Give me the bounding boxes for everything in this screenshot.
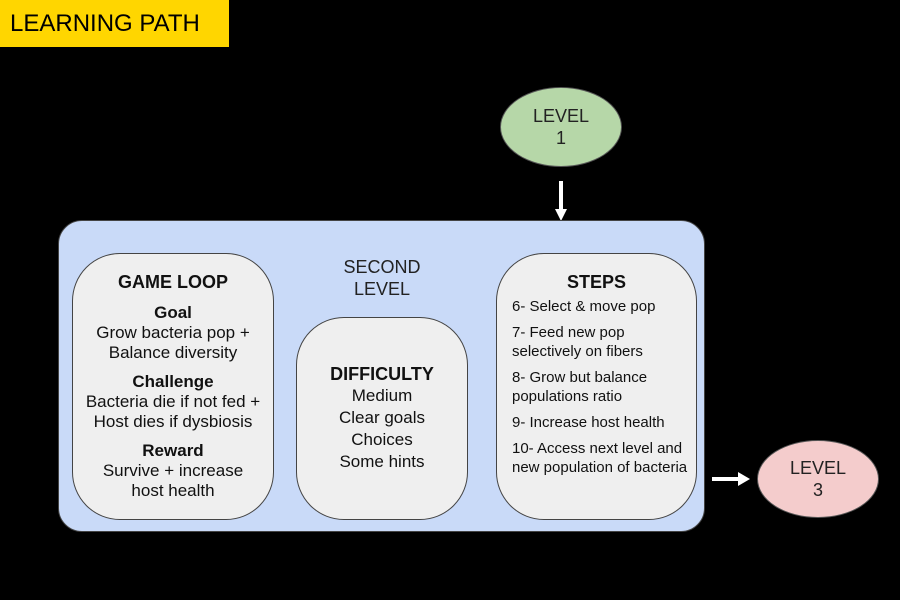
challenge-line: Bacteria die if not fed + xyxy=(85,392,261,411)
difficulty-item: Clear goals xyxy=(339,408,425,427)
challenge-heading: Challenge xyxy=(132,372,214,391)
panel-heading-line-2: LEVEL xyxy=(353,279,411,299)
game-loop-title: GAME LOOP xyxy=(117,272,228,292)
panel-heading-line-1: SECOND xyxy=(343,257,421,277)
difficulty-card: DIFFICULTY Medium Clear goals Choices So… xyxy=(296,317,468,520)
goal-line: Balance diversity xyxy=(108,343,238,362)
panel-heading: SECOND LEVEL xyxy=(322,256,442,300)
steps-card: STEPS 6- Select & move pop 7- Feed new p… xyxy=(496,253,697,520)
level-1-node: LEVEL 1 xyxy=(500,87,622,167)
reward-line: Survive + increase xyxy=(102,461,244,480)
arrow-right-icon xyxy=(712,472,750,486)
arrow-down-icon xyxy=(555,181,567,221)
reward-heading: Reward xyxy=(142,441,204,460)
difficulty-item: Choices xyxy=(351,430,413,449)
level-1-number: 1 xyxy=(555,128,566,148)
level-3-label: LEVEL xyxy=(789,458,847,478)
level-3-number: 3 xyxy=(812,480,823,500)
level-1-label: LEVEL xyxy=(532,106,590,126)
goal-heading: Goal xyxy=(154,303,192,322)
step-item: 9- Increase host health xyxy=(512,414,665,431)
challenge-line: Host dies if dysbiosis xyxy=(93,412,253,431)
page-title: LEARNING PATH xyxy=(0,0,229,47)
reward-line: host health xyxy=(131,481,215,500)
step-item: 10- Access next level and new population… xyxy=(512,440,688,476)
challenge-section: Challenge Bacteria die if not fed + Host… xyxy=(73,372,273,432)
goal-line: Grow bacteria pop + xyxy=(96,323,250,342)
difficulty-title: DIFFICULTY xyxy=(330,364,434,384)
goal-section: Goal Grow bacteria pop + Balance diversi… xyxy=(73,303,273,363)
level-3-node: LEVEL 3 xyxy=(757,440,879,518)
steps-title: STEPS xyxy=(566,272,627,292)
game-loop-card: GAME LOOP Goal Grow bacteria pop + Balan… xyxy=(72,253,274,520)
difficulty-item: Some hints xyxy=(339,452,425,471)
difficulty-item: Medium xyxy=(351,386,413,405)
step-item: 7- Feed new pop selectively on fibers xyxy=(512,324,643,360)
step-item: 6- Select & move pop xyxy=(512,298,656,315)
reward-section: Reward Survive + increase host health xyxy=(73,441,273,501)
step-item: 8- Grow but balance populations ratio xyxy=(512,369,648,405)
